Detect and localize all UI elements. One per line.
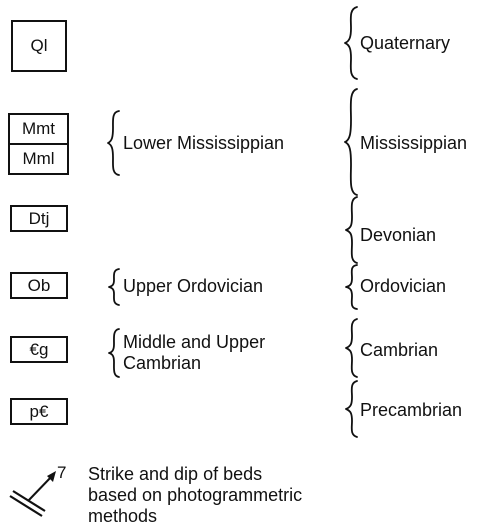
brace-ordovician <box>345 264 358 310</box>
system-label-precambrian: Precambrian <box>360 400 463 420</box>
series-label-upper-ordovician: Upper Ordovician <box>123 276 264 296</box>
unit-symbol-ql: Ql <box>30 36 48 55</box>
brace-quaternary <box>344 6 358 80</box>
system-label-cambrian: Cambrian <box>360 340 439 360</box>
unit-symbol-cg: €g <box>29 339 49 359</box>
unit-box-pc: p€ <box>10 398 68 425</box>
unit-symbol-dtj: Dtj <box>28 208 50 228</box>
brace-lower-mississippian <box>107 110 120 176</box>
brace-cambrian <box>345 318 358 378</box>
dip-value: 7 <box>57 463 67 482</box>
unit-symbol-mmt: Mmt <box>21 119 56 138</box>
strike-dip-description-line3: methods <box>88 506 158 526</box>
unit-box-ob: Ob <box>10 272 68 299</box>
system-label-quaternary: Quaternary <box>360 33 451 53</box>
brace-middle-upper-cambrian <box>108 328 120 378</box>
unit-box-dtj: Dtj <box>10 205 68 232</box>
unit-symbol-ob: Ob <box>27 275 51 295</box>
brace-devonian <box>345 196 358 264</box>
brace-upper-ordovician <box>108 268 120 306</box>
system-label-ordovician: Ordovician <box>360 276 447 296</box>
strike-dip-symbol-icon <box>9 471 56 517</box>
system-label-mississippian: Mississippian <box>360 133 468 153</box>
strike-dip-description-line2: based on photogrammetric <box>88 485 303 505</box>
brace-precambrian <box>345 380 358 438</box>
unit-box-cg: €g <box>10 336 68 363</box>
unit-symbol-pc: p€ <box>29 401 49 421</box>
series-label-cambrian: Cambrian <box>123 353 202 373</box>
series-label-middle-and-upper: Middle and Upper <box>123 332 266 352</box>
unit-box-mississippian: Mmt Mml <box>8 113 69 175</box>
unit-symbol-mml: Mml <box>10 143 67 173</box>
unit-box-ql: Ql <box>11 20 67 72</box>
series-label-lower-mississippian: Lower Mississippian <box>123 133 285 153</box>
system-label-devonian: Devonian <box>360 225 437 245</box>
brace-mississippian <box>344 88 358 196</box>
strike-dip-description-line1: Strike and dip of beds <box>88 464 263 484</box>
